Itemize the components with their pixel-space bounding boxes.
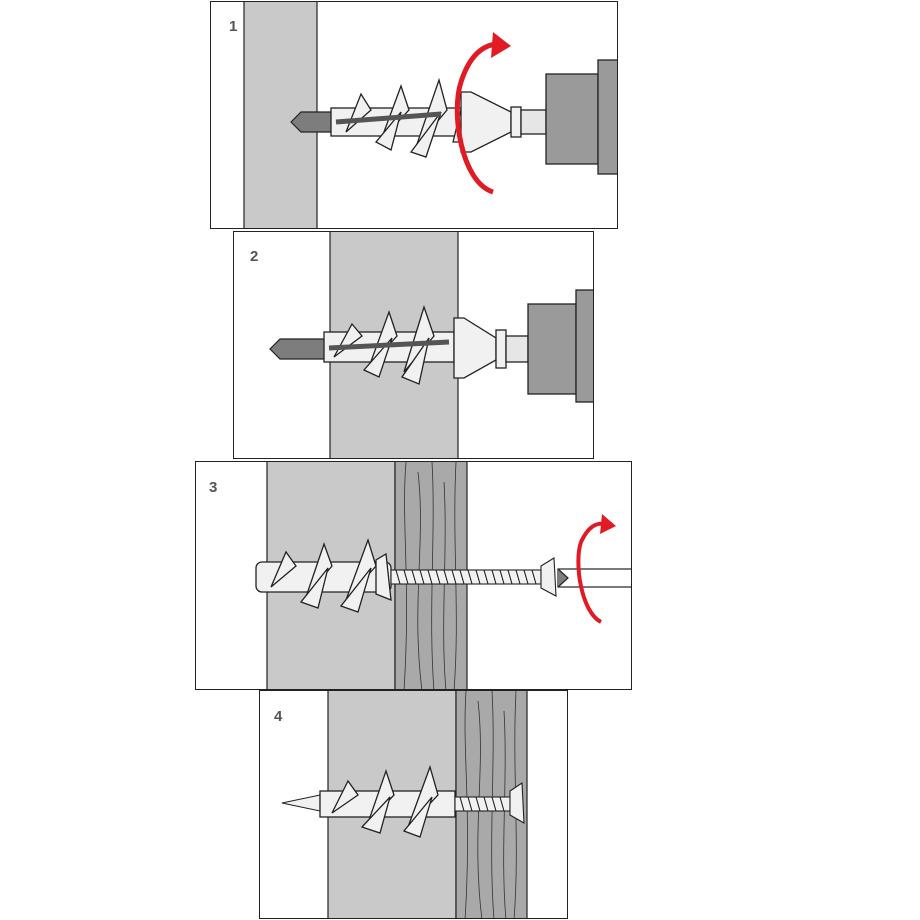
step-3-panel: 3 <box>195 461 632 690</box>
step-1-panel: 1 <box>210 1 618 229</box>
drywall-anchor <box>255 537 392 613</box>
screwdriver-chuck <box>520 59 617 175</box>
drywall-anchor <box>319 764 456 838</box>
step-3-illustration <box>255 462 631 689</box>
step-number: 3 <box>209 479 218 496</box>
rotation-arrow-icon <box>454 32 511 195</box>
screw <box>390 557 557 597</box>
screwdriver-chuck <box>505 289 593 403</box>
step-4-panel: 4 <box>259 690 568 919</box>
screw-tip <box>281 794 321 812</box>
drywall-anchor <box>323 304 507 385</box>
screw <box>454 782 525 824</box>
step-2-panel: 2 <box>233 231 594 459</box>
drywall-anchor <box>330 77 522 158</box>
rotation-arrow-icon <box>576 514 616 624</box>
step-1-illustration <box>243 2 617 228</box>
step-4-illustration <box>281 691 528 918</box>
step-2-illustration <box>269 232 593 458</box>
step-number: 1 <box>229 18 238 35</box>
step-number: 4 <box>274 708 283 725</box>
step-number: 2 <box>250 248 259 265</box>
driver-bit <box>557 568 631 588</box>
